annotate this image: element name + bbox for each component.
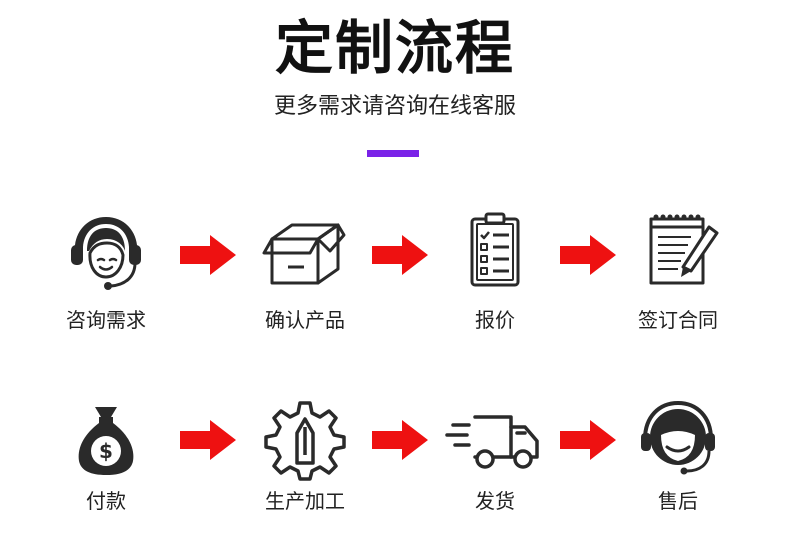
step-label: 售后	[658, 489, 698, 513]
step-label: 生产加工	[265, 489, 345, 513]
accent-divider	[367, 150, 419, 157]
arrow-right-icon	[560, 420, 616, 460]
step-confirm-product: 确认产品	[230, 205, 380, 345]
svg-text:$: $	[99, 439, 113, 463]
arrow-right-icon	[372, 235, 428, 275]
step-label: 发货	[475, 489, 515, 513]
step-label: 确认产品	[265, 308, 345, 332]
step-sign-contract: 签订合同	[603, 205, 753, 345]
step-payment: $ 付款	[31, 393, 181, 523]
delivery-truck-icon	[445, 415, 539, 469]
clipboard-checklist-icon	[470, 212, 520, 287]
step-label: 付款	[86, 489, 126, 513]
step-label: 咨询需求	[66, 308, 146, 332]
gear-pen-icon	[264, 401, 346, 481]
arrow-right-icon	[372, 420, 428, 460]
step-after-sales: 售后	[603, 393, 753, 523]
page-subtitle: 更多需求请咨询在线客服	[273, 94, 516, 119]
step-consult: 咨询需求	[31, 205, 181, 345]
step-label: 签订合同	[638, 308, 718, 332]
money-bag-icon: $	[78, 407, 134, 475]
step-quote: 报价	[420, 205, 570, 345]
arrow-right-icon	[560, 235, 616, 275]
step-production: 生产加工	[230, 393, 380, 523]
page-title: 定制流程	[274, 14, 515, 82]
step-label: 报价	[475, 308, 515, 332]
arrow-right-icon	[180, 420, 236, 460]
notepad-pen-icon	[649, 214, 719, 285]
service-headset-icon	[641, 400, 715, 475]
headset-agent-icon	[71, 217, 141, 290]
open-box-icon	[262, 223, 346, 285]
step-shipping: 发货	[420, 393, 570, 523]
arrow-right-icon	[180, 235, 236, 275]
